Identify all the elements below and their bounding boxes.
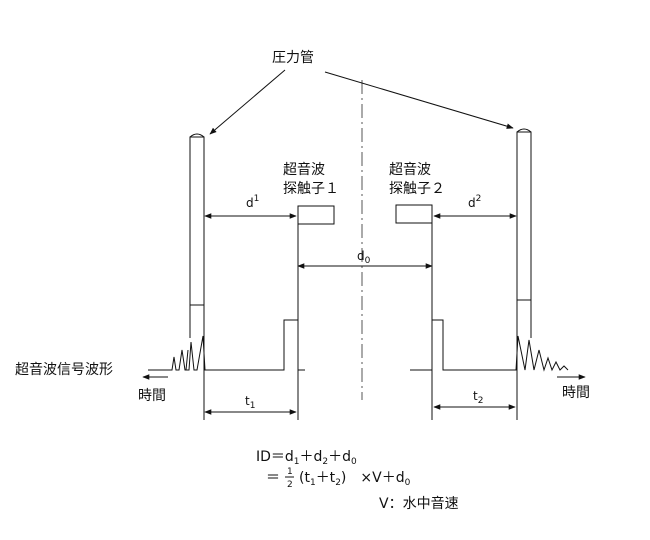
formula-line2-eq: ＝: [266, 470, 280, 486]
formula-line3: V：水中音速: [379, 495, 459, 512]
t1-label: t1: [245, 394, 255, 411]
probe2-label-line2: 探触子２: [389, 181, 445, 197]
d0-label: d0: [357, 249, 371, 266]
d1-label: d1: [246, 194, 259, 210]
waveform-right: [410, 319, 569, 372]
pressure-tube-left: [189, 136, 205, 306]
pressure-tube-label: 圧力管: [272, 50, 314, 66]
probe2: [395, 204, 433, 224]
pressure-tube-right: [516, 131, 532, 301]
t2-label: t2: [473, 389, 483, 406]
pressure-tube-leader-left: [209, 69, 286, 135]
waveform-label: 超音波信号波形: [15, 361, 113, 378]
waveform-left: [148, 319, 305, 371]
probe2-label-line1: 超音波: [389, 161, 431, 178]
formula-fraction-den: 2: [287, 480, 293, 490]
pressure-tube-left-top: [189, 133, 205, 138]
time-label-right: 時間: [562, 385, 590, 401]
pressure-tube-leader-right: [324, 71, 514, 129]
waveform-left-tick: [185, 349, 189, 371]
time-label-left: 時間: [138, 388, 166, 404]
d2-label: d2: [468, 194, 481, 210]
formula-line2: (t1＋t2) ×V＋d0: [299, 470, 411, 488]
pressure-tube-right-top: [516, 128, 532, 133]
probe1-label-line1: 超音波: [283, 161, 325, 178]
probe1-label-line2: 探触子１: [283, 181, 339, 197]
formula-line1: ID＝d1＋d2＋d0: [256, 449, 357, 467]
probe1: [297, 205, 335, 225]
formula-fraction-num: 1: [287, 467, 293, 477]
